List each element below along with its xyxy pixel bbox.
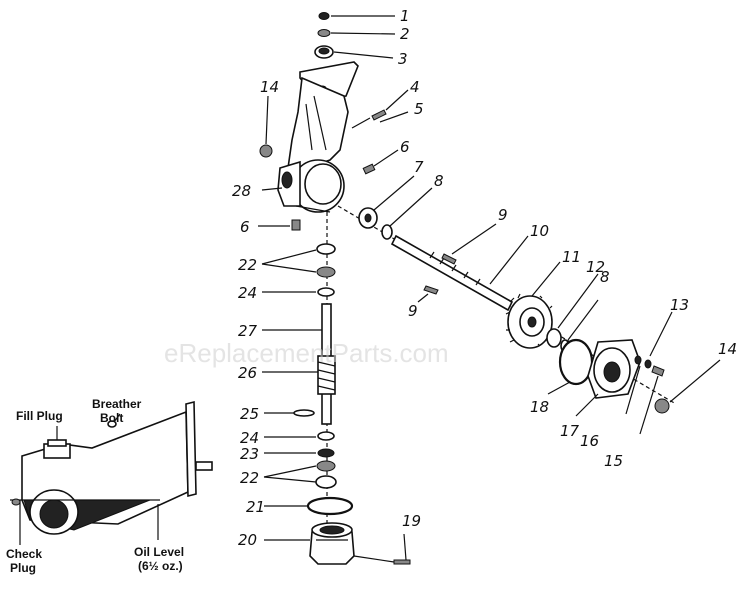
inset-fill-plug-label: Fill Plug	[16, 409, 63, 423]
callout-6-lower: 6	[240, 218, 250, 236]
callout-8-upper: 8	[434, 172, 444, 190]
inset-oil-label-1: Oil Level	[134, 545, 184, 559]
callout-23: 23	[240, 445, 259, 463]
part-4-screw	[371, 109, 387, 121]
callout-1: 1	[400, 7, 410, 25]
callout-17: 17	[560, 422, 580, 440]
callout-2: 2	[400, 25, 410, 43]
part-13-washer	[644, 359, 652, 369]
callout-20: 20	[238, 531, 257, 549]
callout-7: 7	[414, 158, 424, 176]
part-1-nut	[318, 12, 330, 20]
callout-12: 12	[586, 258, 605, 276]
callout-9-lower: 9	[408, 302, 418, 320]
inset-check-label-1: Check	[6, 547, 42, 561]
inset-check-label-2: Plug	[10, 561, 36, 575]
part-22-bearing-lower	[315, 460, 337, 489]
part-24-washer-upper	[317, 287, 335, 297]
part-28-housing	[277, 61, 359, 213]
callout-10: 10	[530, 222, 549, 240]
part-9-key-lower	[423, 285, 439, 295]
inset-breather-label-1: Breather	[92, 397, 142, 411]
callout-28: 28	[232, 182, 251, 200]
inset-oil-label-2: (6½ oz.)	[138, 559, 183, 573]
callout-26: 26	[238, 364, 257, 382]
callout-15: 15	[604, 452, 623, 470]
inset-breather-label-2: Bolt	[100, 411, 123, 425]
callout-18: 18	[530, 398, 549, 416]
part-9-key-upper	[441, 253, 457, 265]
part-21-o-ring	[306, 496, 354, 516]
part-15-bolt	[651, 365, 665, 377]
part-19-screw	[393, 559, 411, 565]
callout-11: 11	[562, 248, 581, 266]
part-26-worm	[317, 355, 336, 395]
part-7-bearing	[358, 207, 378, 229]
part-25-pin	[293, 409, 315, 417]
part-14-plug-left	[259, 144, 273, 158]
callout-21: 21	[246, 498, 265, 516]
part-16-washer	[634, 355, 642, 365]
part-20-base-cap	[309, 522, 355, 565]
callout-24-upper: 24	[238, 284, 257, 302]
callout-25: 25	[240, 405, 259, 423]
callout-4: 4	[410, 78, 420, 96]
callout-3: 3	[398, 50, 408, 68]
callout-5: 5	[414, 100, 424, 118]
callout-24-lower: 24	[240, 429, 259, 447]
part-17-cover	[587, 339, 641, 399]
callout-27: 27	[238, 322, 258, 340]
part-8-washer-upper	[381, 224, 393, 240]
part-18-o-ring	[558, 338, 594, 386]
part-24-washer-lower	[317, 431, 335, 441]
part-10-shaft	[390, 234, 514, 312]
part-6-setscrew-upper	[362, 163, 376, 175]
callout-9-upper: 9	[498, 206, 508, 224]
callout-13: 13	[670, 296, 689, 314]
callout-19: 19	[402, 512, 421, 530]
callout-8-lower: 8	[600, 268, 610, 286]
callout-14-right: 14	[718, 340, 737, 358]
callout-6-upper: 6	[400, 138, 410, 156]
callout-22-upper: 22	[238, 256, 257, 274]
callout-16: 16	[580, 432, 599, 450]
part-23-bearing	[317, 448, 335, 458]
part-6-setscrew-lower	[291, 219, 301, 231]
callout-22-lower: 22	[240, 469, 259, 487]
part-14-plug-right	[654, 398, 670, 414]
watermark-text: eReplacementParts.com	[164, 338, 449, 368]
part-12-bearing	[546, 328, 562, 348]
callout-14-left: 14	[260, 78, 279, 96]
part-2-washer	[317, 29, 331, 37]
part-3-bearing-cup	[314, 45, 334, 59]
part-22-bearing-upper	[316, 243, 336, 278]
part-11-gear	[505, 293, 553, 349]
inset-oil-diagram	[10, 400, 213, 545]
